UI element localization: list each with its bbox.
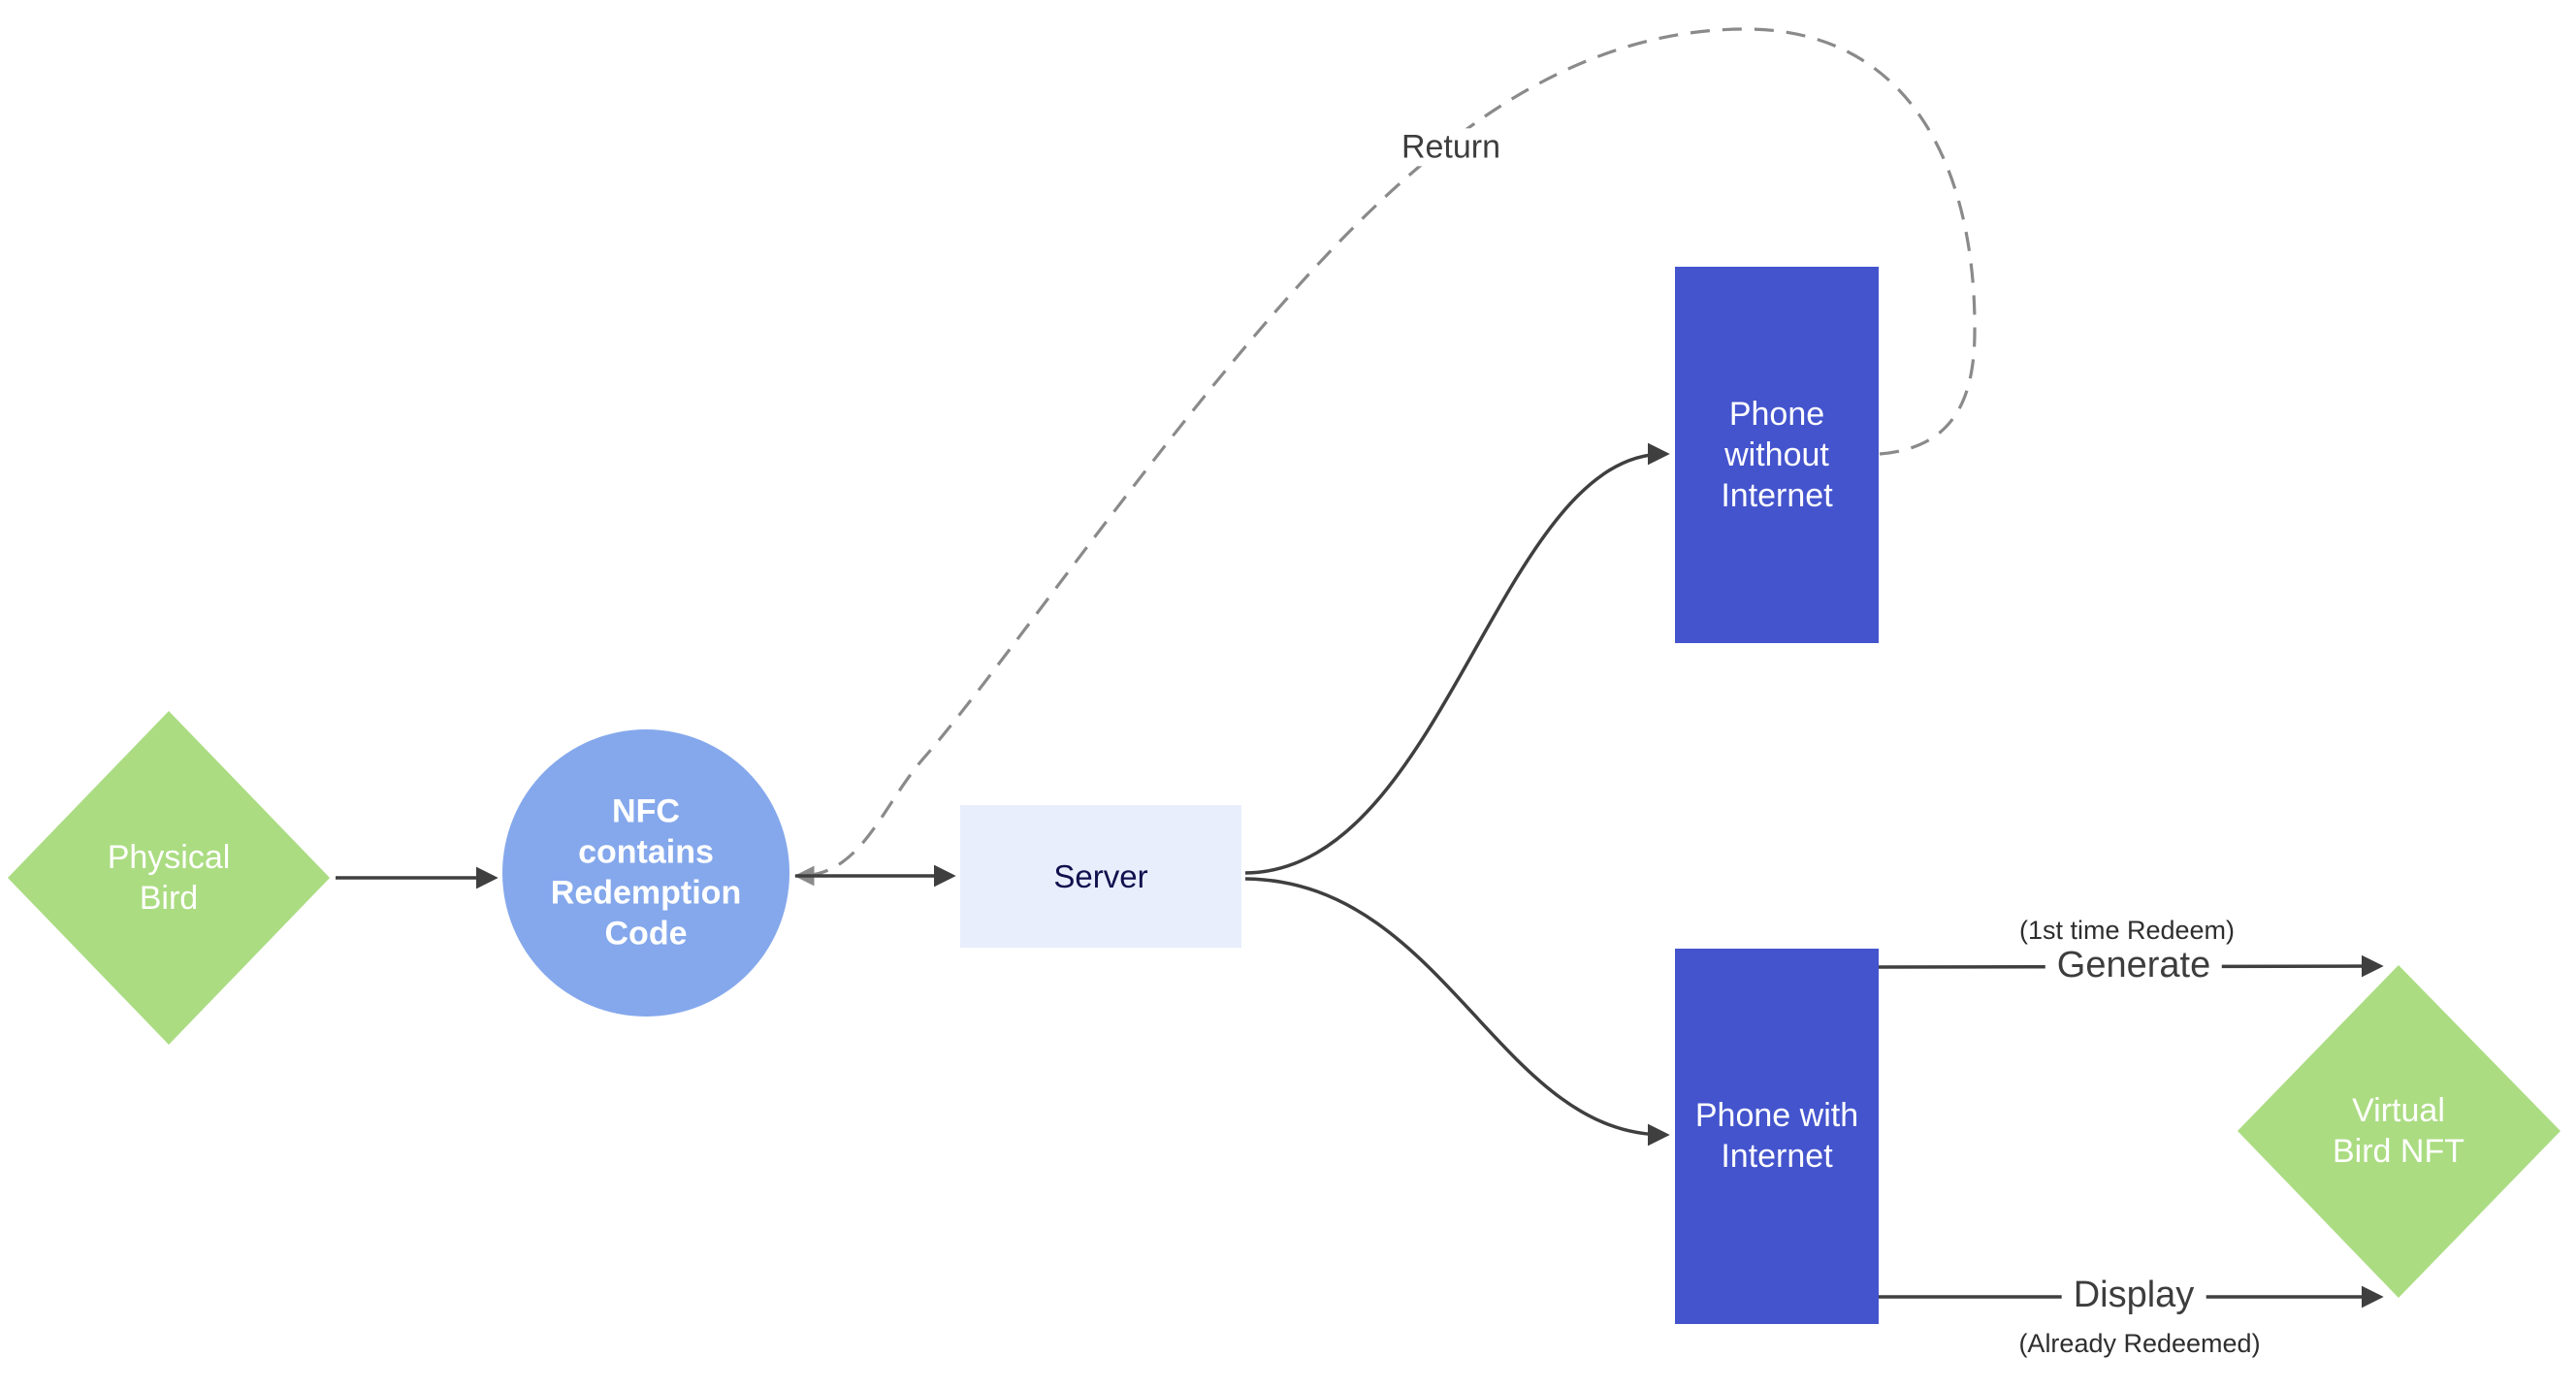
nfc-label: NFC contains Redemption Code xyxy=(550,792,742,953)
phone-without-internet-label: Phone without Internet xyxy=(1721,395,1833,515)
node-physical-bird-diamond xyxy=(8,711,330,1045)
virtual-bird-nft-label: Virtual Bird NFT xyxy=(2333,1091,2464,1170)
server-label: Server xyxy=(1053,858,1148,894)
edge-return-dashed xyxy=(793,27,1977,887)
node-phone-without-internet-rect xyxy=(1675,267,1879,643)
generate-edge-label: Generate xyxy=(2045,945,2223,987)
generate-edge-note: (1st time Redeem) xyxy=(2018,916,2236,946)
edge-server-to-phone-without-internet xyxy=(1244,442,1670,875)
return-edge-label: Return xyxy=(1389,128,1513,167)
node-server-rect xyxy=(960,805,1241,948)
display-edge-note: (Already Redeemed) xyxy=(2018,1329,2261,1359)
physical-bird-label: Physical Bird xyxy=(107,838,231,917)
display-edge-label: Display xyxy=(2061,1275,2206,1317)
node-nfc-circle xyxy=(502,729,789,1017)
phone-with-internet-label: Phone with Internet xyxy=(1694,1096,1859,1175)
edge-server-to-phone-with-internet xyxy=(1244,877,1670,1147)
node-virtual-bird-nft-diamond xyxy=(2238,965,2560,1298)
node-phone-with-internet-rect xyxy=(1675,949,1879,1324)
